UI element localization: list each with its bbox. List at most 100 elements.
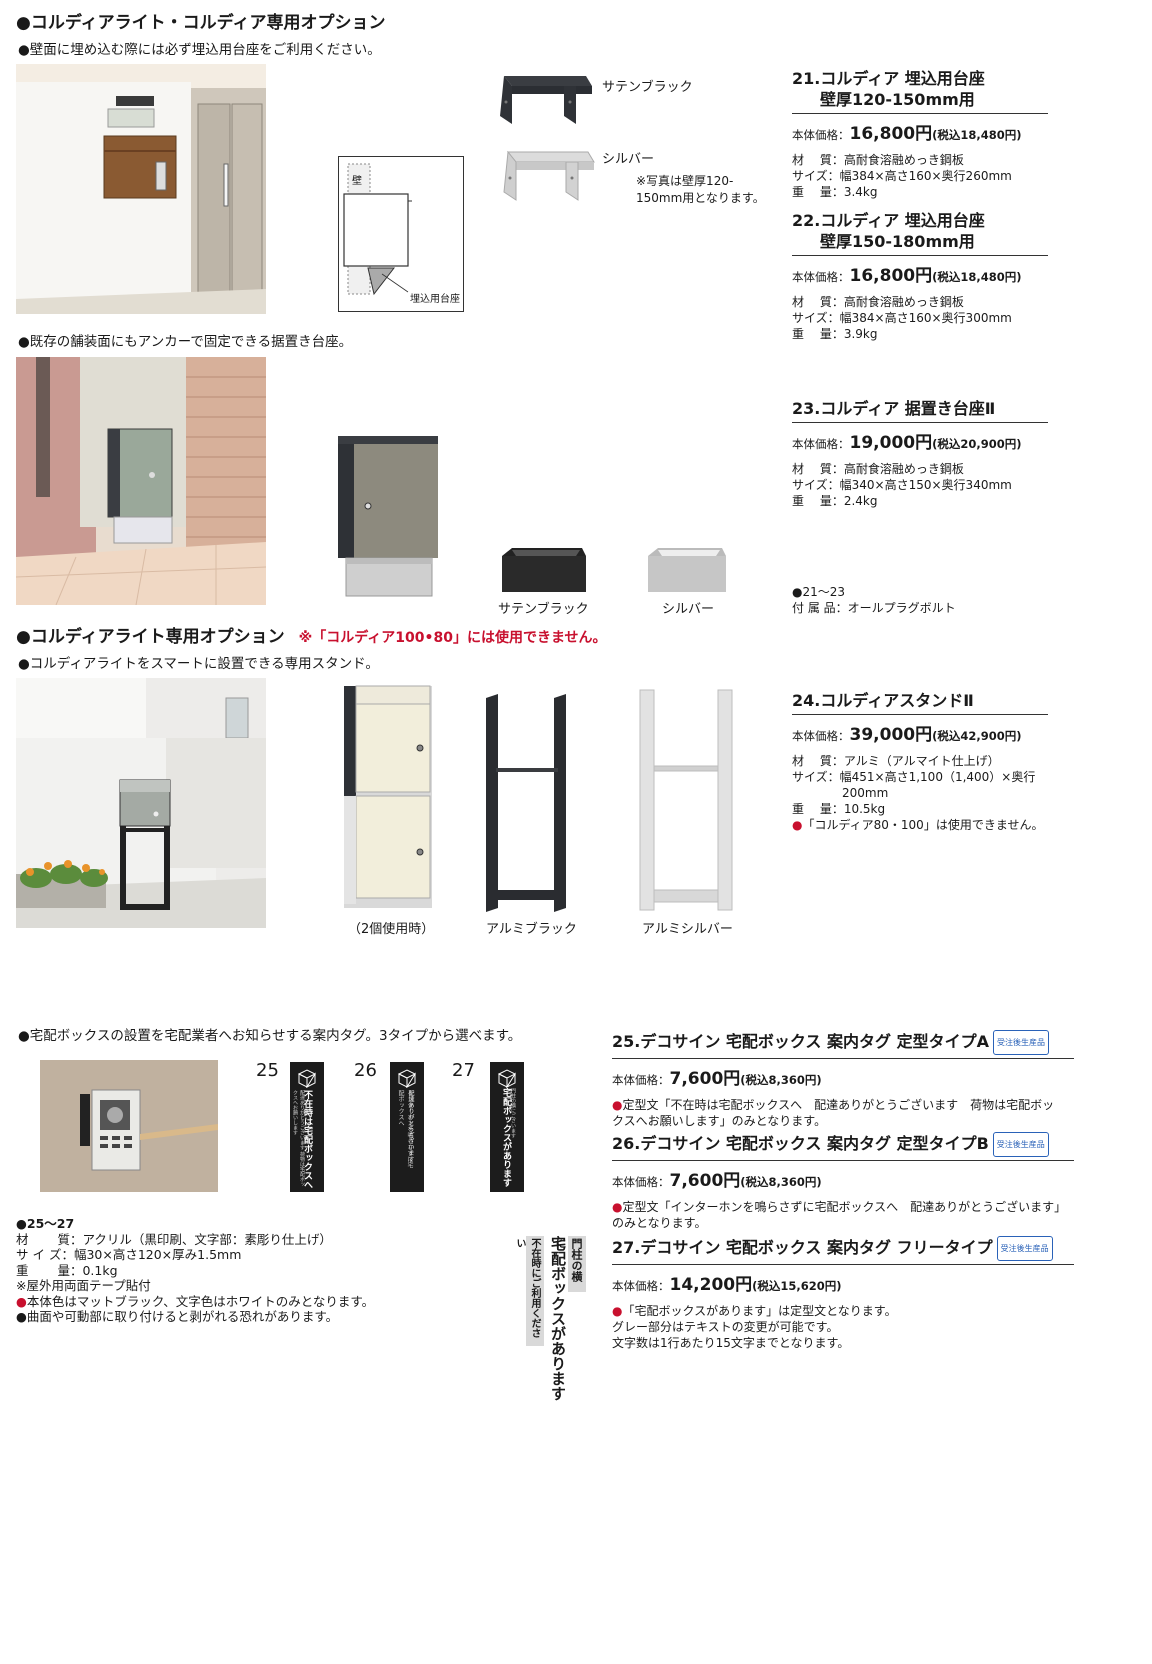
embedded-base-silver-image xyxy=(498,148,598,204)
product-22-specs: 材 質：高耐食溶融めっき鋼板 サイズ：幅384×高さ160×奥行300mm 重 … xyxy=(792,294,1048,342)
stand-black-image xyxy=(482,694,572,914)
note-bullet: ● xyxy=(612,1098,623,1112)
product-27-title: 27.デコサイン 宅配ボックス 案内タグ フリータイプ受注後生産品 xyxy=(612,1236,1074,1265)
spec-size: サイズ：幅451×高さ1,100（1,400）×奥行 xyxy=(792,770,1036,784)
caption-silver: シルバー xyxy=(602,152,655,167)
price-tax: (税込8,360円) xyxy=(740,1175,822,1189)
section1-subheading2: ●既存の舗装面にもアンカーで固定できる据置き台座。 xyxy=(18,334,353,350)
standing-base-photo xyxy=(16,357,266,605)
sample-tag-line-a: 門柱の横に xyxy=(554,1236,586,1292)
section2-heading-text: ●コルディアライト専用オプション xyxy=(16,627,285,647)
product-27-note: ●「宅配ボックスがあります」は定型文となります。 グレー部分はテキストの変更が可… xyxy=(612,1303,1074,1351)
product-21-title-line2: 壁厚120-150mm用 xyxy=(820,90,975,109)
product-24: 24.コルディアスタンドⅡ 本体価格：39,000円(税込42,900円) 材 … xyxy=(792,690,1048,833)
price-value: 19,000円 xyxy=(849,433,933,453)
tag-26-small: インターホンを鳴らさずに宅配ボックスへ xyxy=(397,1090,413,1168)
product-24-specs: 材 質：アルミ（アルマイト仕上げ） サイズ：幅451×高さ1,100（1,400… xyxy=(792,753,1048,833)
common-accessory-text: 付 属 品：オールプラグボルト xyxy=(792,601,956,615)
tag-25-text: 不在時は宅配ボックスへ xyxy=(302,1090,312,1189)
note-line1: 定型文「不在時は宅配ボックスへ 配達ありがとうございます 荷物は宅配ボッ xyxy=(622,1098,1055,1112)
product-23: 23.コルディア 据置き台座Ⅱ 本体価格：19,000円(税込20,900円) … xyxy=(792,398,1048,509)
spec-material: 材 質：高耐食溶融めっき鋼板 xyxy=(792,153,964,167)
spec-size: サイズ：幅340×高さ150×奥行340mm xyxy=(792,478,1012,492)
embedded-base-black-image xyxy=(494,72,594,128)
product-23-title: 23.コルディア 据置き台座Ⅱ xyxy=(792,398,1048,423)
mailbox-on-base-image xyxy=(334,432,440,602)
product-22-title-line1: 22.コルディア 埋込用台座 xyxy=(792,211,985,230)
tag-specs: ●25〜27 材 質：アクリル（黒印刷、文字部：素彫り仕上げ） サ イ ズ：幅3… xyxy=(16,1216,374,1325)
price-tax: (税込18,480円) xyxy=(932,270,1022,284)
tag-note2: ●曲面や可動部に取り付けると剥がれる恐れがあります。 xyxy=(16,1309,339,1324)
price-value: 7,600円 xyxy=(669,1171,741,1191)
box-icon xyxy=(397,1069,417,1088)
product-25-title-text: 25.デコサイン 宅配ボックス 案内タグ 定型タイプA xyxy=(612,1032,989,1051)
product-21-title-line1: 21.コルディア 埋込用台座 xyxy=(792,69,985,88)
price-tax: (税込18,480円) xyxy=(932,128,1022,142)
product-23-specs: 材 質：高耐食溶融めっき鋼板 サイズ：幅340×高さ150×奥行340mm 重 … xyxy=(792,461,1048,509)
tag-25-small: 配達ありがとうございます 荷物は宅配ボックスへお願いします xyxy=(292,1090,305,1187)
photo-note-line2: 150mm用となります。 xyxy=(636,191,765,205)
made-to-order-badge: 受注後生産品 xyxy=(992,1030,1049,1055)
spec-size: サイズ：幅384×高さ160×奥行300mm xyxy=(792,311,1012,325)
tag-number-25: 25 xyxy=(256,1060,279,1081)
tag-install-photo xyxy=(40,1060,218,1192)
standing-base-black-image xyxy=(498,546,588,596)
price-label: 本体価格： xyxy=(612,1175,670,1189)
standing-base-silver-image xyxy=(644,546,728,596)
free-tag-sample: 門柱の横に 宅配ボックスがあります 不在時にご利用ください xyxy=(514,1236,590,1426)
photo-note: ※写真は壁厚120- 150mm用となります。 xyxy=(636,173,765,207)
tag-spec-weight: 重 量：0.1kg xyxy=(16,1262,118,1278)
product-25-note: ●定型文「不在時は宅配ボックスへ 配達ありがとうございます 荷物は宅配ボッ クス… xyxy=(612,1097,1074,1129)
note-line2: クスへお願いします」のみとなります。 xyxy=(612,1114,827,1128)
photo-note-line1: ※写真は壁厚120- xyxy=(636,174,734,188)
common-range: ●21〜23 xyxy=(792,585,846,599)
caption-alumi-black: アルミブラック xyxy=(486,922,577,937)
product-24-price: 本体価格：39,000円(税込42,900円) xyxy=(792,720,1048,745)
price-label: 本体価格： xyxy=(792,729,850,743)
note-line2: のみとなります。 xyxy=(612,1216,707,1230)
note-line3: 文字数は1行あたり15文字までとなります。 xyxy=(612,1336,850,1350)
caption-satin-black: サテンブラック xyxy=(602,80,693,95)
note-bullet: ● xyxy=(612,1304,623,1318)
product-22-title-line2: 壁厚150-180mm用 xyxy=(820,232,975,251)
caption-satin-black-2: サテンブラック xyxy=(498,602,589,617)
product-26-price: 本体価格：7,600円(税込8,360円) xyxy=(612,1166,1074,1191)
section1-subheading: ●壁面に埋め込む際には必ず埋込用台座をご利用ください。 xyxy=(18,42,381,58)
spec-size-cont: 200mm xyxy=(842,786,889,800)
spec-material: 材 質：アルミ（アルマイト仕上げ） xyxy=(792,754,1000,768)
tag-range: ●25〜27 xyxy=(16,1216,75,1231)
note-line2: グレー部分はテキストの変更が可能です。 xyxy=(612,1320,839,1334)
product-22-price: 本体価格：16,800円(税込18,480円) xyxy=(792,261,1048,286)
box-icon xyxy=(297,1069,317,1088)
section2-heading: ●コルディアライト専用オプション ※「コルディア100•80」には使用できません。 xyxy=(16,622,607,647)
double-mailbox-image xyxy=(340,684,436,914)
product-21: 21.コルディア 埋込用台座 壁厚120-150mm用 本体価格：16,800円… xyxy=(792,68,1048,200)
product-27: 27.デコサイン 宅配ボックス 案内タグ フリータイプ受注後生産品 本体価格：1… xyxy=(612,1236,1074,1351)
section3-subheading: ●宅配ボックスの設置を宅配業者へお知らせする案内タグ。3タイプから選べます。 xyxy=(18,1028,522,1044)
product-22: 22.コルディア 埋込用台座 壁厚150-180mm用 本体価格：16,800円… xyxy=(792,210,1048,342)
note-line1: 定型文「インターホンを鳴らさずに宅配ボックスへ 配達ありがとうございます」 xyxy=(622,1200,1067,1214)
product-21-price: 本体価格：16,800円(税込18,480円) xyxy=(792,119,1048,144)
price-tax: (税込42,900円) xyxy=(932,729,1022,743)
spec-material: 材 質：高耐食溶融めっき鋼板 xyxy=(792,295,964,309)
tag-27-text: 宅配ボックスがあります xyxy=(501,1088,511,1187)
product-21-title: 21.コルディア 埋込用台座 壁厚120-150mm用 xyxy=(792,68,1048,114)
section2-warning: ※「コルディア100•80」には使用できません。 xyxy=(298,630,607,646)
price-tax: (税込15,620円) xyxy=(752,1279,842,1293)
tag-spec-tape: ※屋外用両面テープ貼付 xyxy=(16,1278,151,1293)
spec-note: ●「コルディア80・100」は使用できません。 xyxy=(792,817,1048,833)
sample-tag-line-c: 不在時にご利用ください xyxy=(514,1236,544,1346)
product-26-note: ●定型文「インターホンを鳴らさずに宅配ボックスへ 配達ありがとうございます」 の… xyxy=(612,1199,1074,1231)
product-23-price: 本体価格：19,000円(税込20,900円) xyxy=(792,428,1048,453)
caption-double-use: （2個使用時） xyxy=(348,922,435,937)
common-accessory: ●21〜23 付 属 品：オールプラグボルト xyxy=(792,584,956,616)
tag-spec-material: 材 質：アクリル（黒印刷、文字部：素彫り仕上げ） xyxy=(16,1231,332,1247)
note-bullet: ● xyxy=(16,1293,27,1309)
diagram-base-label: 埋込用台座 xyxy=(410,294,460,305)
price-label: 本体価格： xyxy=(792,128,850,142)
tag-27-small: 門柱の横にございます xyxy=(510,1088,516,1138)
